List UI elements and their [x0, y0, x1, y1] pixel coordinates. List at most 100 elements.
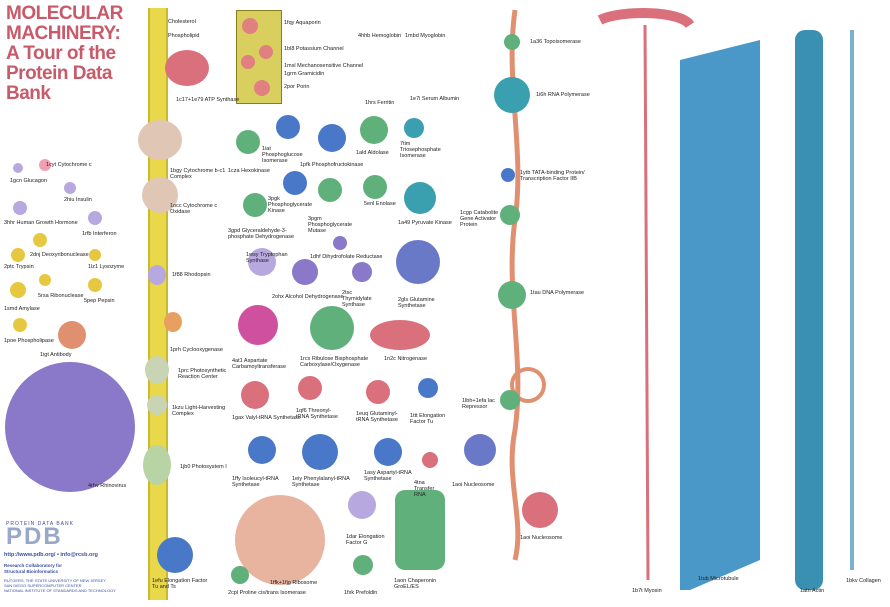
- label-5pep: 5pep Pepsin: [84, 298, 115, 304]
- title-line-5: Bank: [6, 83, 51, 104]
- phospholipid-label: Phospholipid: [168, 33, 200, 39]
- label-1gax: 1gax Valyl-tRNA Synthetase: [232, 415, 301, 421]
- lac-repressor-shape: [500, 390, 520, 410]
- trp-synthase-shape: [248, 248, 276, 276]
- actin-shape: [795, 30, 823, 590]
- prefoldin-shape: [353, 555, 373, 575]
- tim-shape: [404, 118, 424, 138]
- logo-text: PDB: [6, 523, 63, 550]
- reaction-center-shape: [145, 356, 169, 384]
- label-1ald: 1ald Aldolase: [356, 150, 389, 156]
- label-1i6h: 1i6h RNA Polymerase: [536, 92, 590, 98]
- pdb-url-link[interactable]: http://www.pdb.org/ • info@rcsb.org: [4, 552, 98, 558]
- label-1pfk: 1pfk Phosphofructokinase: [300, 162, 364, 168]
- ribonuclease-shape: [39, 274, 51, 286]
- topoisomerase-shape: [504, 34, 520, 50]
- title-line-3: A Tour of the: [6, 43, 116, 64]
- title-line-2: MACHINERY:: [6, 23, 121, 44]
- cytochrome-bc1-shape: [138, 120, 182, 160]
- label-1rcx: 1rcx Ribulose Bisphosphate Carboxylase/O…: [300, 356, 369, 368]
- label-1igt: 1igt Antibody: [40, 352, 72, 358]
- potassium-channel-shape: [259, 45, 273, 59]
- label-1a49: 1a49 Pyruvate Kinase: [398, 220, 452, 226]
- label-5rsa: 5rsa Ribonuclease: [38, 293, 84, 299]
- ts-shape: [352, 262, 372, 282]
- label-1cza: 1cza Hexokinase: [228, 168, 270, 174]
- lac-loop-shape: [510, 367, 546, 403]
- phenylalanyl-rs-shape: [302, 434, 338, 470]
- label-1a36: 1a36 Topoisomerase: [530, 39, 581, 45]
- cyclophilin-shape: [231, 566, 249, 584]
- threonyl-rs-shape: [298, 376, 322, 400]
- label-1bl8: 1bl8 Potassium Channel: [284, 46, 344, 52]
- label-2por: 2por Porin: [284, 84, 310, 90]
- label-1grm: 1grm Gramicidin: [284, 71, 325, 77]
- aquaporin-shape: [242, 18, 258, 34]
- nucleosome-shape-2: [522, 492, 558, 528]
- label-1ttt: 1ttt Elongation Factor Tu: [410, 413, 446, 425]
- mscl-shape: [241, 55, 255, 69]
- label-1wsy: 1wsy Tryptophan Synthase: [246, 252, 288, 264]
- glucagon-shape: [13, 163, 23, 173]
- institution-1: RUTGERS, THE STATE UNIVERSITY OF NEW JER…: [4, 578, 106, 583]
- glutaminyl-rs-shape: [366, 380, 390, 404]
- label-1occ: 1occ Cytochrome c Oxidase: [170, 203, 218, 215]
- tbp-shape: [501, 168, 515, 182]
- label-1n2c: 1n2c Nitrogenase: [384, 356, 428, 362]
- rhinovirus-shape: [5, 362, 135, 492]
- rcsb-line-2: Structural Bioinformatics: [4, 569, 59, 574]
- label-1tau: 1tau DNA Polymerase: [530, 290, 585, 296]
- pepsin-shape: [88, 278, 102, 292]
- label-1dhf: 1dhf Dihydrofolate Reductase: [310, 254, 383, 260]
- label-1ytb: 1ytb TATA-binding Protein/ Transcription…: [520, 170, 585, 182]
- phospholipase-shape: [13, 318, 27, 332]
- label-1cyt: 1cyt Cytochrome c: [46, 162, 92, 168]
- pyruvate-kinase-shape: [404, 182, 436, 214]
- groel-shape: [395, 490, 445, 570]
- dna-polymerase-shape: [498, 281, 526, 309]
- cyclooxygenase-shape: [164, 312, 182, 332]
- antibody-shape: [58, 321, 86, 349]
- label-1lz1: 1lz1 Lysozyme: [88, 264, 125, 270]
- label-1kzu: 1kzu Light-Harvesting Complex: [172, 405, 226, 417]
- title-line-1: MOLECULAR: [6, 3, 123, 24]
- pfk-shape: [318, 124, 346, 152]
- nitrogenase-shape: [370, 320, 430, 350]
- label-4rhv: 4rhv Rhinovirus: [88, 483, 127, 489]
- label-4at1: 4at1 Aspartate Carbamoyltransferase: [232, 358, 287, 370]
- microtubule-shape: [680, 40, 760, 590]
- label-1e7i: 1e7i Serum Albumin: [410, 96, 460, 102]
- pdb-logo[interactable]: PROTEIN DATA BANK PDB: [6, 522, 146, 551]
- label-1qf6: 1qf6 Threonyl-tRNA Synthetase: [296, 408, 338, 420]
- lysozyme-shape: [89, 249, 101, 261]
- label-1gcn: 1gcn Glucagon: [10, 178, 47, 184]
- label-1bgy: 1bgy Cytochrome b-c1 Complex: [170, 168, 226, 180]
- label-1fqy: 1fqy Aquaporin: [284, 20, 321, 26]
- label-5enl: 5enl Enolase: [364, 201, 396, 207]
- label-1aoi: 1aoi Nucleosome: [452, 482, 495, 488]
- label-1smd: 1smd Amylase: [4, 306, 40, 312]
- rna-polymerase-shape: [494, 77, 530, 113]
- title-line-4: Protein Data: [6, 63, 112, 84]
- logo-top-text: PROTEIN DATA BANK: [6, 521, 74, 527]
- ef-g-shape: [348, 491, 376, 519]
- porin-shape: [254, 80, 270, 96]
- label-1cgp: 1cgp Catabolite Gene Activator Protein: [460, 210, 499, 228]
- label-1asy: 1asy Aspartyl-tRNA Synthetase: [364, 470, 412, 482]
- label-3gpd: 3gpd Glyceraldehyde-3-phosphate Dehydrog…: [228, 228, 295, 240]
- label-2dnj: 2dnj Deoxyribonuclease: [30, 252, 89, 258]
- label-1hrs: 1hrs Ferritin: [365, 100, 395, 106]
- institution-3: NATIONAL INSTITUTE OF STANDARDS AND TECH…: [4, 588, 116, 593]
- label-1mbd: 1mbd Myoglobin: [405, 33, 446, 39]
- rubisco-shape: [310, 306, 354, 350]
- dnase-shape: [33, 233, 47, 247]
- label-4tna: 4tna Transfer RNA: [414, 480, 435, 498]
- label-1ffk: 1ffk+1fjg Ribosome: [270, 580, 318, 586]
- institution-2: SAN DIEGO SUPERCOMPUTER CENTER: [4, 583, 82, 588]
- label-1lbh: 1lbh+1efa lac Repressor: [462, 398, 495, 410]
- ef-tu-shape: [418, 378, 438, 398]
- photosystem-shape: [143, 445, 171, 485]
- label-2ohx: 2ohx Alcohol Dehydrogenase: [272, 294, 344, 300]
- adh-shape: [292, 259, 318, 285]
- pgi-shape: [276, 115, 300, 139]
